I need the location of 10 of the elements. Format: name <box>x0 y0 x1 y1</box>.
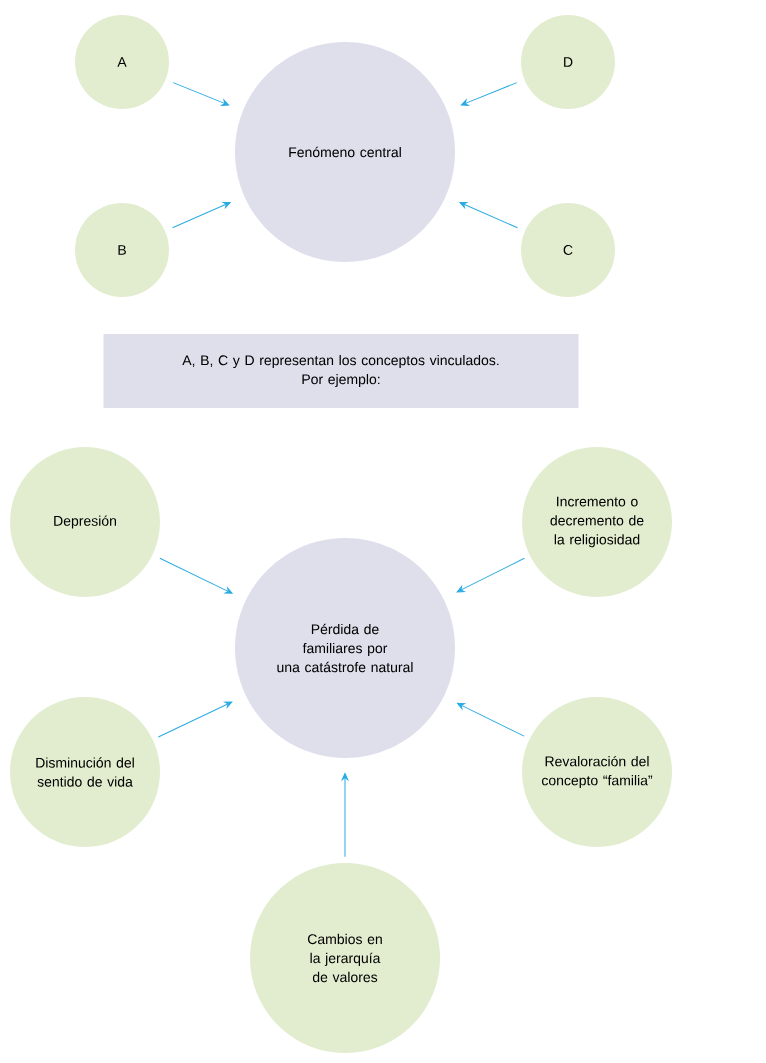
arrow <box>459 201 518 229</box>
note-box: A, B, C y D representan los conceptos vinculados. Por ejemplo: <box>103 334 579 408</box>
arrow <box>456 557 525 593</box>
arrow <box>172 82 230 106</box>
arrow <box>457 702 525 737</box>
arrow <box>460 82 518 106</box>
arrow <box>157 701 233 738</box>
arrow <box>172 201 231 229</box>
arrow <box>159 557 233 594</box>
arrow <box>341 772 349 858</box>
